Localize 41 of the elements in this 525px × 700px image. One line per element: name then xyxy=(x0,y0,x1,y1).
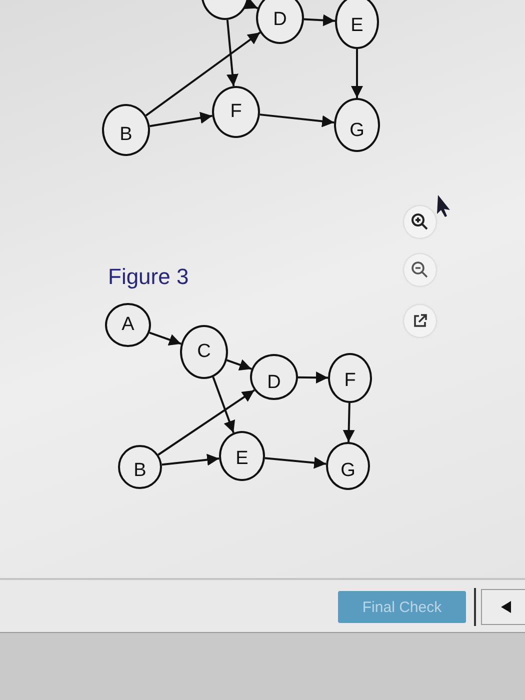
graph-node xyxy=(118,445,162,489)
graph-node xyxy=(335,0,379,49)
arrow xyxy=(226,359,252,371)
node-label: F xyxy=(344,369,356,392)
arrow xyxy=(212,376,236,434)
arrow xyxy=(162,454,220,466)
node-label: B xyxy=(120,123,132,146)
arrow xyxy=(244,0,258,10)
arrow xyxy=(226,20,238,86)
arrow xyxy=(298,372,328,384)
node-label: G xyxy=(340,459,356,482)
node-label: E xyxy=(350,14,364,37)
node-label: D xyxy=(267,371,281,394)
graph-node xyxy=(326,442,370,490)
node-label: G xyxy=(350,119,364,142)
arrow xyxy=(304,14,336,26)
arrow xyxy=(260,114,334,128)
graph-node xyxy=(256,0,304,44)
node-label: C xyxy=(197,341,211,363)
graph-node xyxy=(102,104,150,156)
graph-node xyxy=(328,353,372,403)
node-label: E xyxy=(236,447,248,470)
graph-node xyxy=(219,431,265,481)
arrow xyxy=(264,456,326,469)
graph-node xyxy=(212,86,260,138)
arrow xyxy=(351,49,363,98)
graph-node xyxy=(180,325,228,379)
arrow xyxy=(149,332,182,346)
graph-node xyxy=(334,98,380,152)
final-check-button: Final Check xyxy=(338,591,466,623)
figure-title: Figure 3 xyxy=(108,264,189,290)
arrow xyxy=(150,112,212,128)
arrow xyxy=(145,32,261,116)
node-label: A xyxy=(122,314,134,336)
node-label: D xyxy=(273,8,287,31)
node-label: F xyxy=(230,101,242,123)
node-label: B xyxy=(134,459,146,482)
graph-node xyxy=(250,354,298,400)
arrow xyxy=(342,402,355,442)
graph-node xyxy=(105,303,151,347)
arrow xyxy=(158,389,255,456)
